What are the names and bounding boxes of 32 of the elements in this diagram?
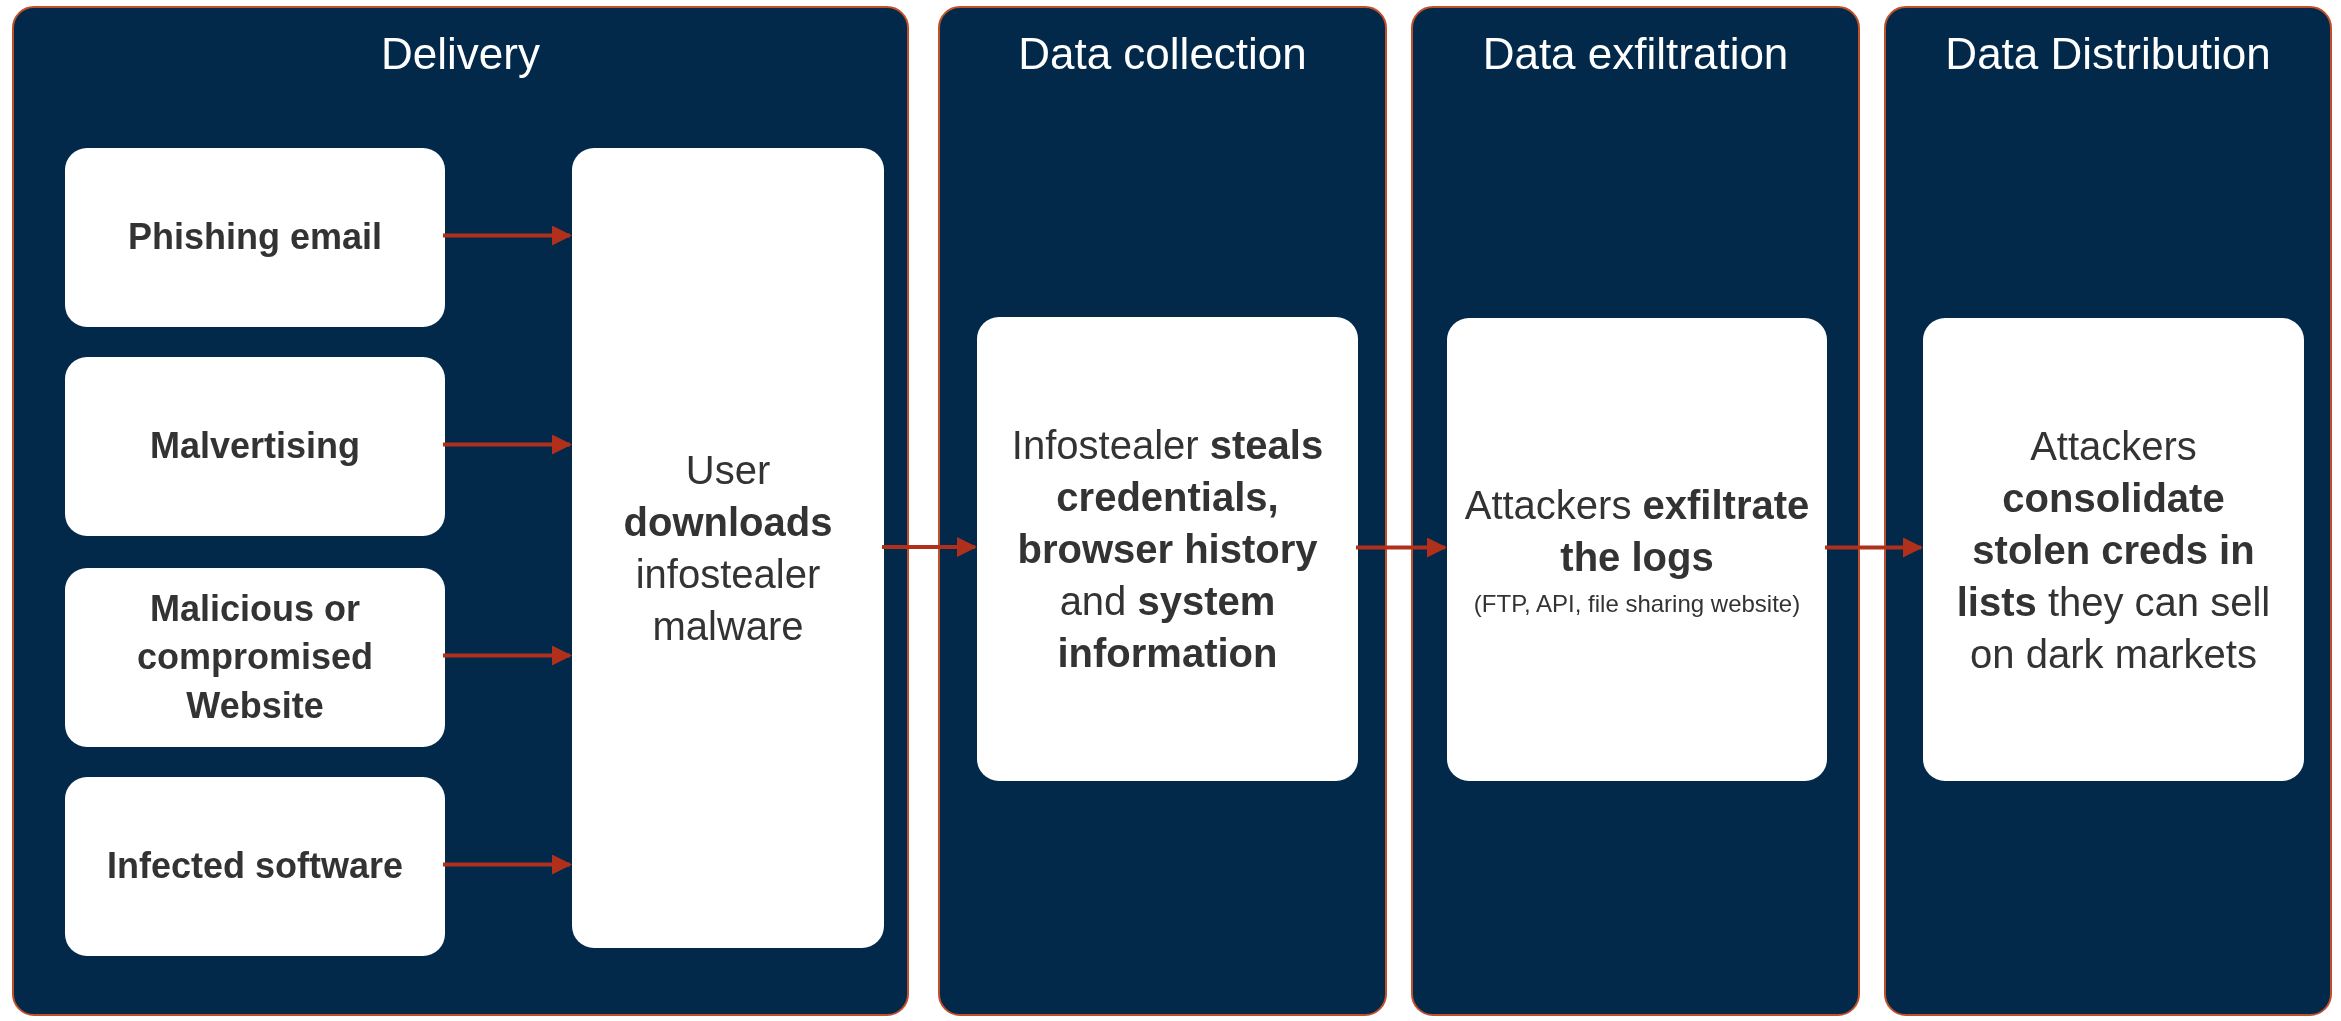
step-box — [977, 317, 1358, 781]
stage-heading: Data collection — [1017, 28, 1308, 80]
step-box — [65, 777, 445, 956]
arrow — [443, 434, 572, 455]
step-text: Infostealer steals credentials, browser history and system information — [1010, 422, 1325, 677]
step-text: Attackers exfiltrate the logs — [1463, 482, 1811, 581]
stage-heading: Delivery — [380, 28, 541, 80]
step-box — [1447, 318, 1827, 781]
arrow — [443, 645, 572, 666]
arrow — [882, 537, 977, 557]
arrow — [443, 225, 572, 246]
step-text: Malicious or compromised Website — [135, 586, 375, 728]
step-text: User downloads infostealer malware — [622, 447, 834, 650]
arrow — [443, 854, 572, 875]
step-box — [65, 148, 445, 327]
stage-heading: Data exfiltration — [1481, 28, 1790, 80]
step-text: Infected software — [106, 844, 404, 889]
step-box — [572, 148, 884, 948]
stage-heading: Data Distribution — [1944, 28, 2272, 80]
stage-panel — [938, 6, 1387, 1016]
step-text: Attackers consolidate stolen creds in lists they can sell on dark markets — [1955, 422, 2272, 678]
step-text: Malvertising — [149, 424, 361, 469]
step-box — [65, 568, 445, 747]
step-box — [65, 357, 445, 536]
stage-panel — [12, 6, 909, 1016]
arrow — [1356, 537, 1447, 558]
stage-panel — [1411, 6, 1860, 1016]
step-text: Phishing email — [127, 215, 383, 260]
arrow — [1825, 537, 1923, 558]
stage-panel — [1884, 6, 2332, 1016]
step-note: (FTP, API, file sharing website) — [1473, 589, 1801, 619]
step-box — [1923, 318, 2304, 781]
